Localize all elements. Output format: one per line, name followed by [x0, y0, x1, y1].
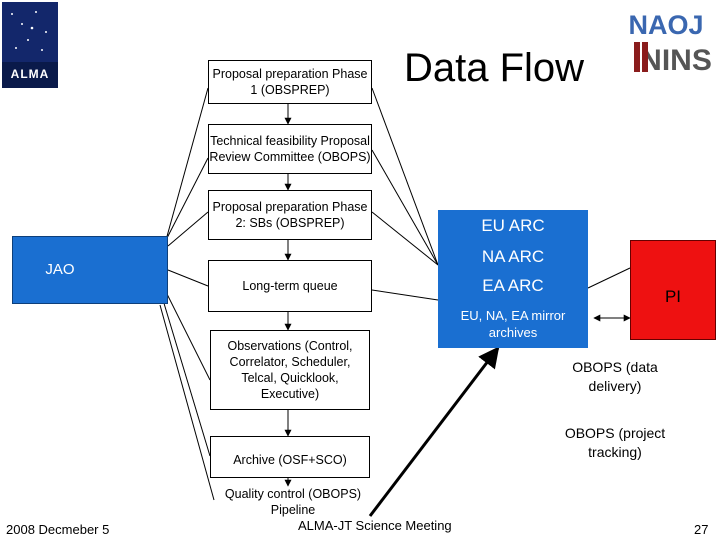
naoj-nins-logo: NAOJ NINS: [628, 10, 712, 77]
alma-logo: ALMA: [2, 2, 58, 88]
eu-arc-box: EU ARC: [438, 210, 588, 242]
page-title: Data Flow: [404, 46, 585, 90]
jao-box: JAO: [12, 236, 168, 304]
long-term-queue-box: Long-term queue: [208, 260, 372, 312]
na-arc-box: NA ARC: [438, 242, 588, 272]
footer-page-number: 27: [694, 522, 709, 537]
archive-box: Archive (OSF+SCO): [210, 436, 370, 478]
svg-text:NAOJ: NAOJ: [628, 10, 703, 40]
obops-project-tracking-label: OBOPS (project tracking): [564, 425, 666, 460]
ea-arc-box: EA ARC: [438, 272, 588, 300]
footer-meeting: ALMA-JT Science Meeting: [298, 518, 452, 533]
pi-box: PI: [630, 240, 716, 340]
mirror-archives-box: EU, NA, EA mirror archives: [438, 300, 588, 348]
proposal-phase2-box: Proposal preparation Phase 2: SBs (OBSPR…: [208, 190, 372, 240]
obops-data-delivery-label: OBOPS (data delivery): [572, 359, 658, 394]
proposal-phase1-box: Proposal preparation Phase 1 (OBSPREP): [208, 60, 372, 104]
svg-text:NINS: NINS: [640, 44, 712, 77]
observations-box: Observations (Control, Correlator, Sched…: [210, 330, 370, 410]
svg-text:ALMA: ALMA: [11, 67, 50, 81]
quality-control-label: Quality control (OBOPS) Pipeline: [224, 487, 362, 517]
footer-date: 2008 Decmeber 5: [6, 522, 110, 537]
technical-feasibility-box: Technical feasibility Proposal Review Co…: [208, 124, 372, 174]
